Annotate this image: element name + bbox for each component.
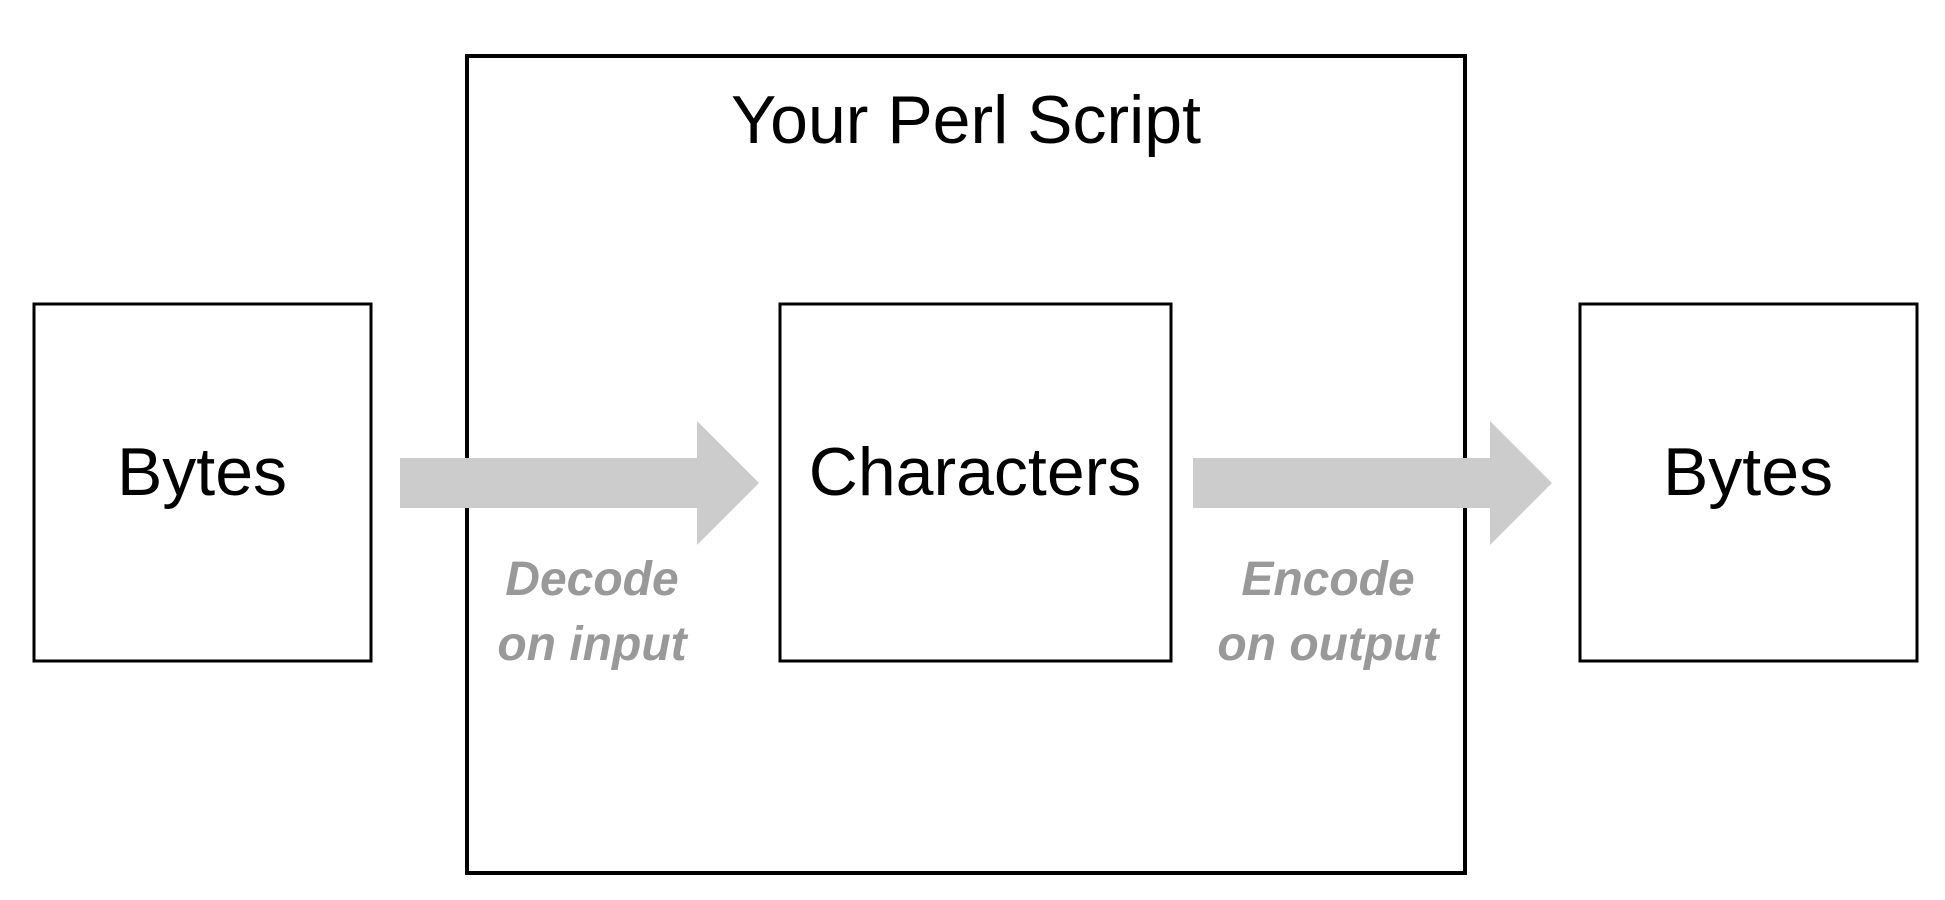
script-box-title: Your Perl Script bbox=[731, 82, 1201, 158]
decode-label-line2: on input bbox=[497, 618, 688, 671]
decode-label-line1: Decode bbox=[505, 553, 678, 606]
encode-arrow bbox=[1193, 421, 1552, 545]
input-bytes-label: Bytes bbox=[117, 434, 287, 510]
decode-arrow bbox=[400, 421, 759, 545]
input-bytes-box bbox=[32, 302, 373, 663]
output-bytes-box bbox=[1578, 302, 1919, 663]
characters-box bbox=[778, 302, 1173, 663]
output-bytes-label: Bytes bbox=[1663, 434, 1833, 510]
characters-label: Characters bbox=[809, 434, 1142, 510]
encode-label-line1: Encode bbox=[1241, 553, 1414, 606]
encode-label-line2: on output bbox=[1217, 618, 1440, 671]
